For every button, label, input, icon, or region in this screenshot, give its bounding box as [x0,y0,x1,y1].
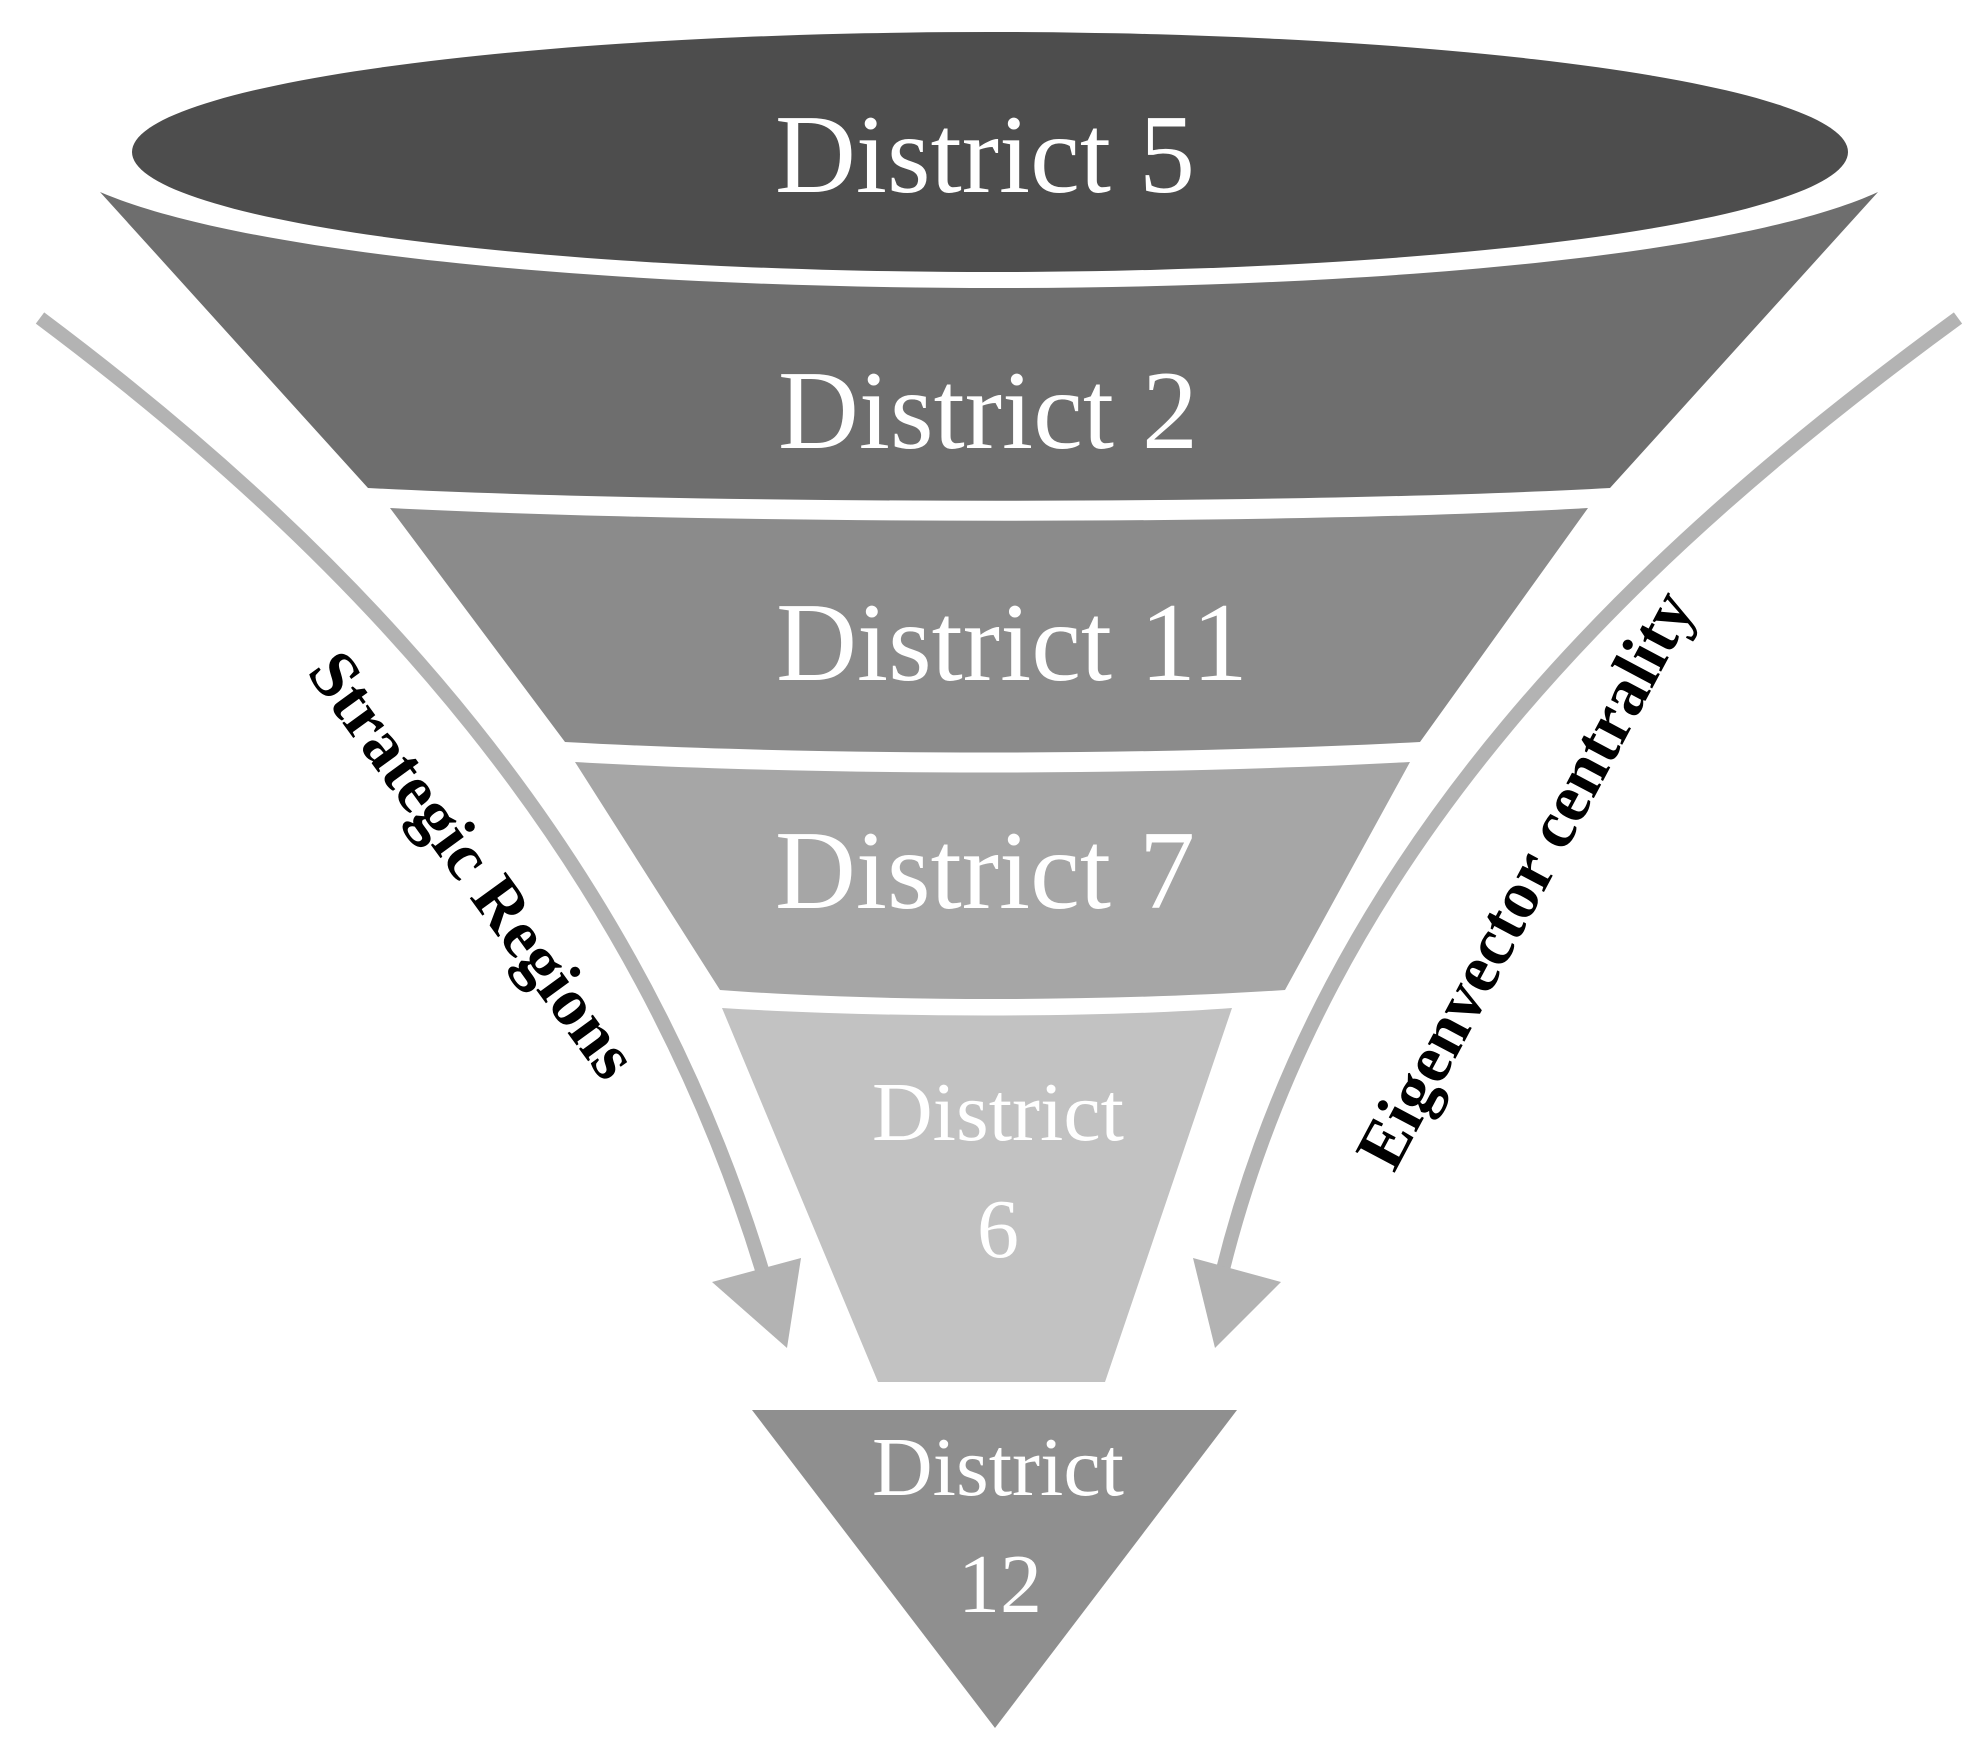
funnel-level-district-5 [132,32,1848,272]
level-label-district-6-line1: District [872,1066,1124,1159]
left-arrow-head [712,1258,801,1348]
funnel-level-district-7 [575,762,1410,999]
funnel-level-district-11 [390,508,1588,753]
level-label-district-6-line2: 6 [977,1183,1019,1276]
funnel-level-district-12 [752,1410,1237,1728]
funnel-level-district-6 [722,1008,1232,1382]
level-label-district-5: District 5 [775,93,1195,217]
funnel-rim [100,192,1878,501]
level-label-district-12-line1: District [872,1421,1124,1514]
level-label-district-12-line2: 12 [958,1538,1042,1631]
level-label-district-7: District 7 [775,809,1195,933]
right-arrow-head [1193,1258,1281,1348]
right-arrow [1211,312,1963,1292]
left-arrow [35,312,775,1292]
level-label-district-11: District 11 [776,581,1248,705]
level-label-district-2: District 2 [778,349,1198,473]
